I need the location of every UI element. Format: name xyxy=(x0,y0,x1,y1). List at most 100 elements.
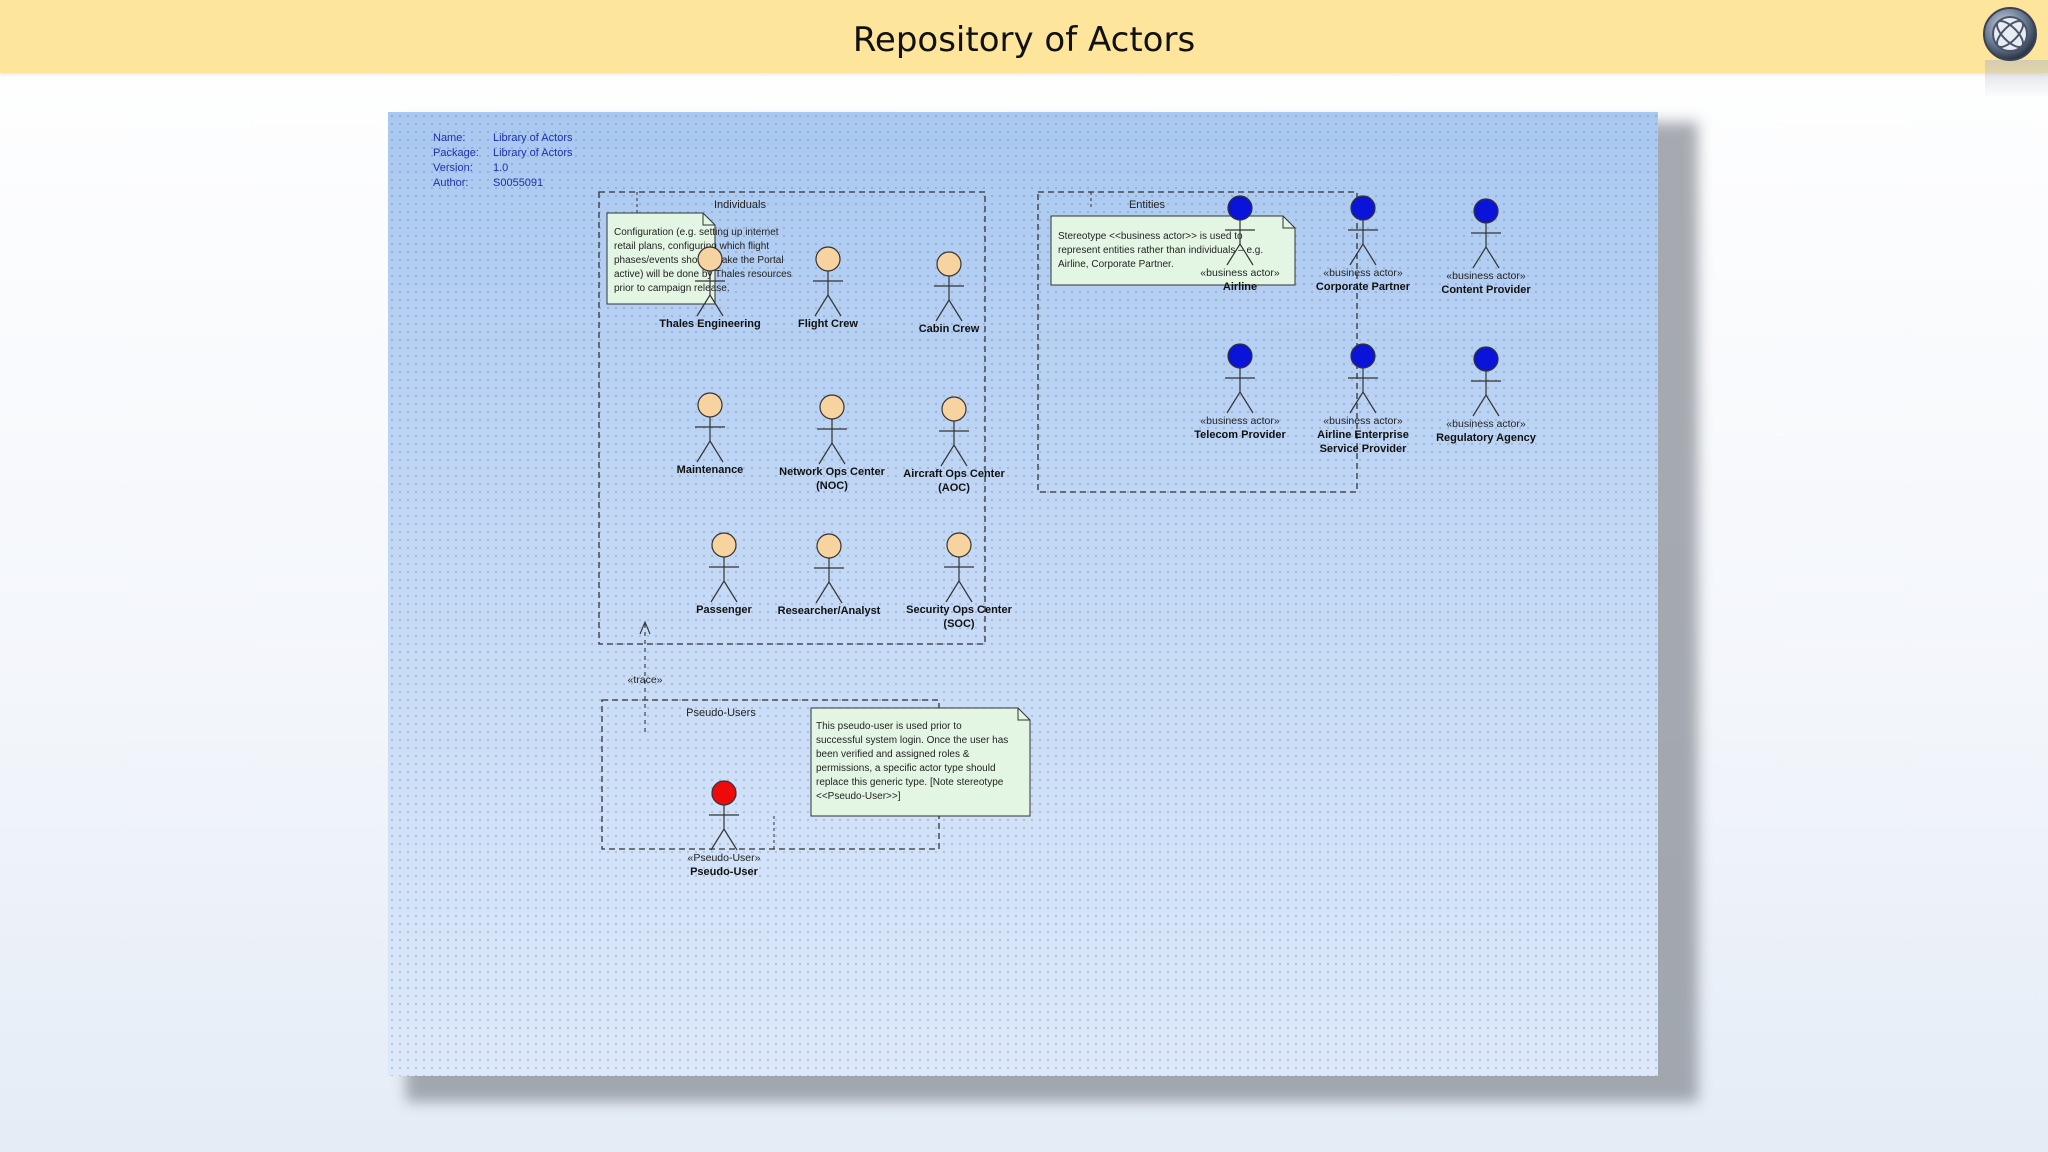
actor-legs xyxy=(1349,390,1377,414)
globe-logo-icon xyxy=(1983,7,2037,61)
actor-entity[interactable]: «business actor» Content Provider xyxy=(1441,198,1531,296)
package-individuals-label: Individuals xyxy=(714,199,766,211)
actor-label: Cabin Crew xyxy=(919,323,980,335)
actor-legs xyxy=(940,443,968,467)
note-line: retail plans, configuring which flight xyxy=(614,241,769,252)
actor-entity[interactable]: «business actor»Airline EnterpriseServic… xyxy=(1317,343,1409,455)
actor-head-icon xyxy=(711,532,737,558)
actor-label: Security Ops Center xyxy=(906,604,1012,616)
note-pseudo-users[interactable]: This pseudo-user is used prior to succes… xyxy=(810,707,1031,817)
actor-label: Aircraft Ops Center xyxy=(903,468,1005,480)
metadata-row: Version: 1.0 xyxy=(433,161,572,176)
actor-legs xyxy=(818,441,846,465)
actor-legs xyxy=(814,293,842,317)
metadata-key: Package: xyxy=(433,147,479,159)
actor-head-icon xyxy=(946,532,972,558)
note-line: replace this generic type. [Note stereot… xyxy=(816,777,1004,788)
actor-stereotype: «business actor» xyxy=(1200,415,1280,427)
diagram-canvas: Individuals Entities Pseudo-Users «trace… xyxy=(598,191,1537,878)
actor-individual[interactable]: Thales Engineering xyxy=(659,246,761,330)
actor-legs xyxy=(710,579,738,603)
note-fold xyxy=(702,213,715,226)
note-line: Airline, Corporate Partner. xyxy=(1058,259,1174,270)
actor-stereotype: «business actor» xyxy=(1323,267,1403,279)
metadata-value: S0055091 xyxy=(493,177,544,189)
actor-label: Corporate Partner xyxy=(1316,281,1411,293)
package-individuals[interactable] xyxy=(598,191,986,645)
package-entities-label: Entities xyxy=(1129,199,1166,211)
actor-label: Thales Engineering xyxy=(659,318,760,330)
actor-stereotype: «business actor» xyxy=(1446,418,1526,430)
note-line: <<Pseudo-User>>] xyxy=(816,791,901,802)
note-line: This pseudo-user is used prior to xyxy=(816,721,962,732)
actor-label: Content Provider xyxy=(1441,284,1531,296)
note-text: Stereotype <<business actor>> is used to… xyxy=(1058,231,1266,270)
actor-legs xyxy=(945,579,973,603)
actor-entity[interactable]: «business actor» Corporate Partner xyxy=(1316,195,1411,293)
actor-label: Regulatory Agency xyxy=(1436,432,1537,444)
note-line: Stereotype <<business actor>> is used to xyxy=(1058,231,1243,242)
actor-head-icon xyxy=(816,533,842,559)
actor-head-icon xyxy=(1473,346,1499,372)
actor-legs xyxy=(1226,390,1254,414)
actor-individual[interactable]: Aircraft Ops Center(AOC) xyxy=(903,396,1005,494)
actor-label: Maintenance xyxy=(677,464,744,476)
actor-label: Flight Crew xyxy=(798,318,858,330)
actor-head-icon xyxy=(1350,343,1376,369)
actor-head-icon xyxy=(1227,343,1253,369)
note-individuals[interactable]: Configuration (e.g. setting up internet … xyxy=(606,212,794,305)
actor-label: Airline xyxy=(1223,281,1257,293)
actor-entity[interactable]: «business actor» Regulatory Agency xyxy=(1436,346,1537,444)
actor-label: Pseudo-User xyxy=(690,866,759,878)
actor-stereotype: «business actor» xyxy=(1446,270,1526,282)
actor-legs xyxy=(710,827,738,851)
diagram-metadata: Name:Library of Actors Package: Library o… xyxy=(433,131,572,191)
actor-legs xyxy=(1472,393,1500,417)
actor-label: Passenger xyxy=(696,604,752,616)
actor-diagram: Name:Library of Actors Package: Library o… xyxy=(388,112,1658,1076)
actor-head-icon xyxy=(1227,195,1253,221)
actor-head-icon xyxy=(697,246,723,272)
trace-label: «trace» xyxy=(627,674,662,686)
actor-entity[interactable]: «business actor»Telecom Provider xyxy=(1194,343,1286,441)
note-line: prior to campaign release. xyxy=(614,283,730,294)
actor-legs xyxy=(1226,242,1254,266)
metadata-value: 1.0 xyxy=(493,162,509,174)
actor-individual[interactable]: Security Ops Center (SOC) xyxy=(906,532,1013,630)
actor-stereotype: «Pseudo-User» xyxy=(688,852,761,864)
actor-entity[interactable]: «business actor»Airline xyxy=(1200,195,1280,293)
actor-individual[interactable]: Flight Crew xyxy=(798,246,858,330)
note-line: successful system login. Once the user h… xyxy=(816,735,1008,746)
actor-stereotype: «business actor» xyxy=(1323,415,1403,427)
actor-individual[interactable]: Network Ops Center (NOC) xyxy=(779,394,886,492)
slide-title: Repository of Actors xyxy=(852,20,1196,60)
actors-layer: Thales Engineering Flight Crew Cabin CrewM… xyxy=(659,195,1537,878)
actor-individual[interactable]: Maintenance xyxy=(677,392,744,476)
note-line: Configuration (e.g. setting up internet xyxy=(614,227,779,238)
actor-head-icon xyxy=(936,251,962,277)
actor-pseudo-user[interactable]: «Pseudo-User» Pseudo-User xyxy=(688,780,761,878)
title-bar: Repository of Actors xyxy=(0,0,2048,73)
metadata-row: Author:S0055091 xyxy=(433,176,572,191)
actor-individual[interactable]: Passenger xyxy=(696,532,753,616)
metadata-key: Version: xyxy=(433,162,473,174)
actor-individual[interactable]: Cabin Crew xyxy=(919,251,980,335)
logo-reflection xyxy=(1985,60,2048,98)
actor-legs xyxy=(696,293,724,317)
actor-label: Service Provider xyxy=(1320,443,1408,455)
actor-label: (SOC) xyxy=(943,618,975,630)
actor-individual[interactable]: Researcher/Analyst xyxy=(778,533,881,617)
note-fold xyxy=(1282,216,1295,229)
metadata-row: Name:Library of Actors xyxy=(433,131,572,146)
note-line: permissions, a specific actor type shoul… xyxy=(816,763,996,774)
actor-head-icon xyxy=(941,396,967,422)
note-entities[interactable]: Stereotype <<business actor>> is used to… xyxy=(1050,215,1296,286)
actor-head-icon xyxy=(815,246,841,272)
metadata-value: Library of Actors xyxy=(493,147,573,159)
note-text: This pseudo-user is used prior to succes… xyxy=(816,721,1011,802)
package-pseudo-users-label: Pseudo-Users xyxy=(686,707,756,719)
actor-label: Network Ops Center xyxy=(779,466,885,478)
actor-legs xyxy=(1349,242,1377,266)
actor-label: (NOC) xyxy=(816,480,848,492)
actor-head-icon xyxy=(711,780,737,806)
